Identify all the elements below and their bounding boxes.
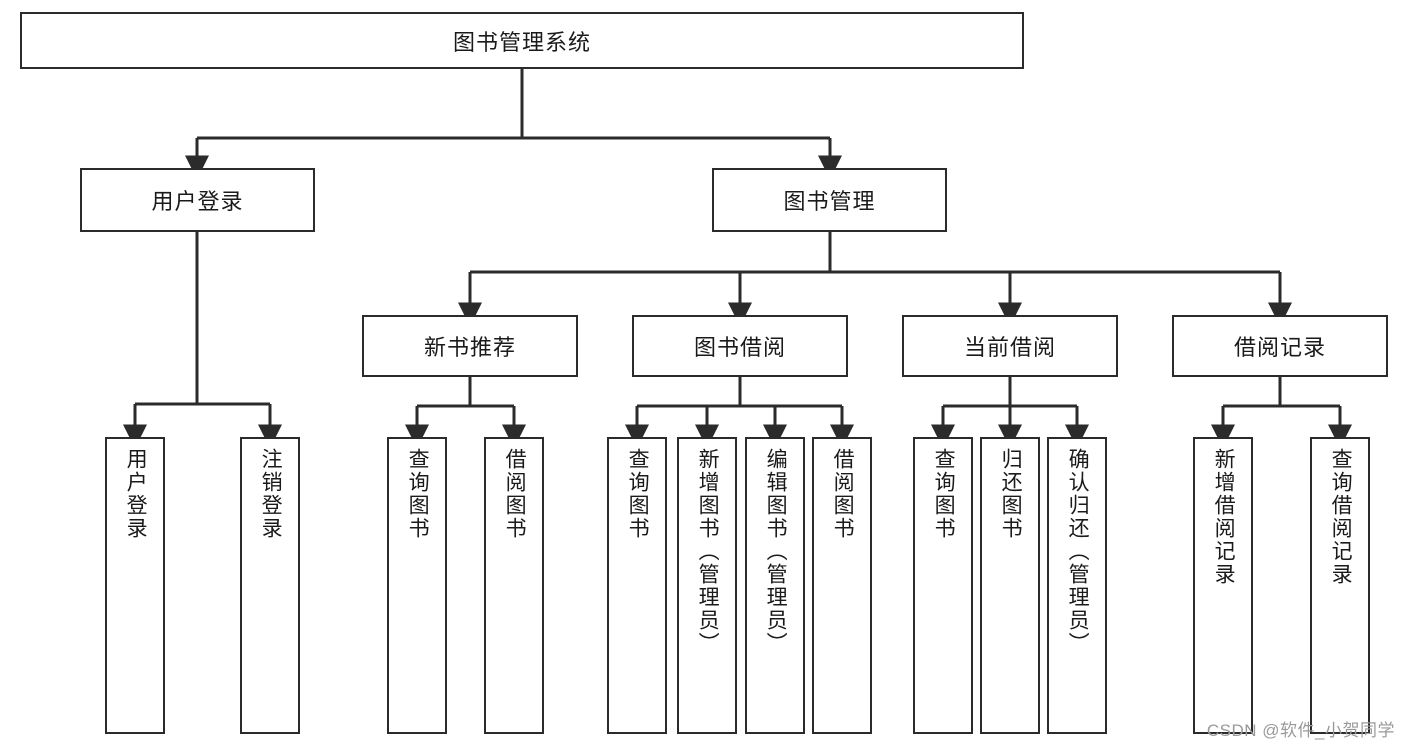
leaf-label: 确认归还（管理员）: [1066, 448, 1090, 655]
leaf-borrow-record-query[interactable]: 查询借阅记录: [1310, 437, 1370, 734]
leaf-current-borrow-query[interactable]: 查询图书: [913, 437, 973, 734]
leaf-new-book-query[interactable]: 查询图书: [387, 437, 447, 734]
node-label: 新书推荐: [423, 335, 516, 360]
node-new-book-recommend[interactable]: 新书推荐: [362, 315, 578, 377]
node-borrow-record[interactable]: 借阅记录: [1172, 315, 1388, 377]
node-label: 借阅记录: [1233, 335, 1326, 360]
leaf-user-login-logout[interactable]: 注销登录: [240, 437, 300, 734]
node-user-login[interactable]: 用户登录: [80, 168, 315, 232]
leaf-book-borrow-add[interactable]: 新增图书（管理员）: [677, 437, 737, 734]
node-book-management[interactable]: 图书管理: [712, 168, 947, 232]
node-root-system[interactable]: 图书管理系统: [20, 12, 1024, 69]
leaf-label: 新增图书（管理员）: [696, 448, 720, 655]
leaf-current-borrow-return[interactable]: 归还图书: [980, 437, 1040, 734]
leaf-new-book-borrow[interactable]: 借阅图书: [484, 437, 544, 734]
leaf-label: 查询图书: [932, 448, 956, 540]
node-label: 当前借阅: [963, 335, 1056, 360]
leaf-label: 借阅图书: [831, 448, 855, 540]
leaf-user-login-login[interactable]: 用户登录: [105, 437, 165, 734]
leaf-label: 查询借阅记录: [1329, 448, 1353, 586]
leaf-label: 新增借阅记录: [1212, 448, 1236, 586]
leaf-label: 注销登录: [259, 448, 283, 540]
watermark: CSDN @软件_小贺同学: [1206, 721, 1395, 740]
node-label: 图书管理系统: [452, 29, 591, 55]
node-book-borrow[interactable]: 图书借阅: [632, 315, 848, 377]
leaf-book-borrow-query[interactable]: 查询图书: [607, 437, 667, 734]
leaf-label: 借阅图书: [503, 448, 527, 540]
leaf-label: 查询图书: [626, 448, 650, 540]
node-current-borrow[interactable]: 当前借阅: [902, 315, 1118, 377]
node-label: 用户登录: [151, 189, 244, 214]
leaf-label: 查询图书: [406, 448, 430, 540]
leaf-borrow-record-add[interactable]: 新增借阅记录: [1193, 437, 1253, 734]
leaf-book-borrow-borrow[interactable]: 借阅图书: [812, 437, 872, 734]
node-label: 图书管理: [783, 189, 876, 214]
node-label: 图书借阅: [693, 335, 786, 360]
leaf-label: 编辑图书（管理员）: [764, 448, 788, 655]
leaf-label: 归还图书: [999, 448, 1023, 540]
leaf-current-borrow-confirm-return[interactable]: 确认归还（管理员）: [1047, 437, 1107, 734]
leaf-book-borrow-edit[interactable]: 编辑图书（管理员）: [745, 437, 805, 734]
leaf-label: 用户登录: [124, 448, 148, 540]
